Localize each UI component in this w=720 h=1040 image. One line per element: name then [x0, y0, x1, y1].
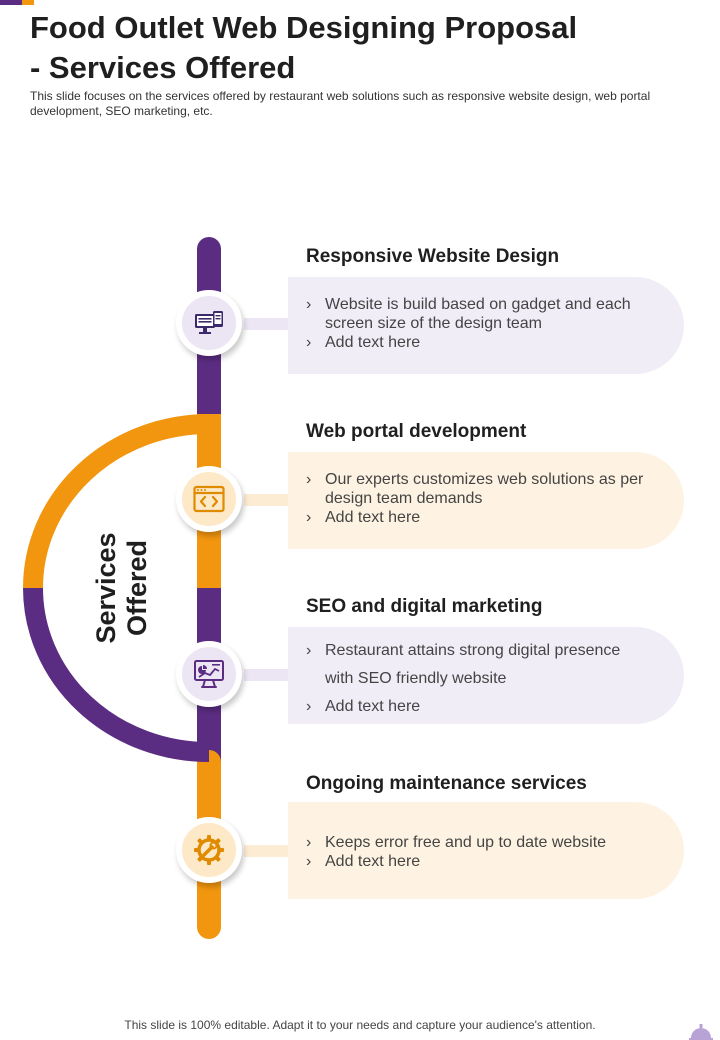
service-1-icon-badge — [176, 290, 242, 356]
service-4-icon-badge — [176, 817, 242, 883]
service-3-connector — [244, 669, 290, 681]
service-2-bullets: Our experts customizes web solutions as … — [306, 470, 644, 527]
service-3-bullets: Restaurant attains strong digital presen… — [306, 637, 644, 721]
service-4-connector — [244, 845, 290, 857]
gear-wrench-icon — [194, 835, 224, 865]
service-3-card: Restaurant attains strong digital presen… — [288, 627, 684, 724]
service-4-bullet-1: Keeps error free and up to date website — [306, 833, 644, 852]
service-1-heading: Responsive Website Design — [306, 246, 560, 267]
service-4-card: Keeps error free and up to date website … — [288, 802, 684, 899]
service-3-heading: SEO and digital marketing — [306, 596, 543, 617]
page-subtitle: This slide focuses on the services offer… — [30, 89, 651, 118]
service-1-connector — [244, 318, 290, 330]
corner-accent-purple — [0, 0, 22, 5]
service-3-icon-badge — [176, 641, 242, 707]
service-2-bullet-1: Our experts customizes web solutions as … — [306, 470, 644, 508]
service-2-connector — [244, 494, 290, 506]
service-4-bullet-2: Add text here — [306, 852, 644, 871]
service-1-card: Website is build based on gadget and eac… — [288, 277, 684, 374]
service-1-bullets: Website is build based on gadget and eac… — [306, 295, 644, 352]
service-3-bullet-1: Restaurant attains strong digital presen… — [306, 637, 644, 693]
label-line-2: Offered — [122, 539, 152, 637]
computer-devices-icon — [195, 311, 223, 334]
arc-lower — [23, 587, 210, 762]
bell-icon — [689, 1024, 713, 1040]
arc-upper — [23, 414, 210, 589]
title-line-1: Food Outlet Web Designing Proposal — [30, 10, 578, 45]
analytics-monitor-icon — [194, 660, 224, 688]
services-offered-label: Services Offered — [91, 532, 153, 643]
label-line-1: Services — [91, 532, 121, 644]
footer-note: This slide is 100% editable. Adapt it to… — [124, 1018, 596, 1032]
service-1-bullet-1: Website is build based on gadget and eac… — [306, 295, 644, 333]
service-2-icon-badge — [176, 466, 242, 532]
page-title: Food Outlet Web Designing Proposal - Ser… — [30, 8, 690, 88]
service-2-card: Our experts customizes web solutions as … — [288, 452, 684, 549]
service-4-bullets: Keeps error free and up to date website … — [306, 833, 644, 871]
title-line-2: - Services Offered — [30, 50, 296, 85]
code-window-icon — [193, 485, 225, 513]
service-1-bullet-2: Add text here — [306, 333, 644, 352]
service-4-heading: Ongoing maintenance services — [306, 773, 587, 794]
service-2-bullet-2: Add text here — [306, 508, 644, 527]
service-3-bullet-2: Add text here — [306, 693, 644, 721]
corner-accent-orange — [22, 0, 34, 5]
service-2-heading: Web portal development — [306, 421, 527, 442]
